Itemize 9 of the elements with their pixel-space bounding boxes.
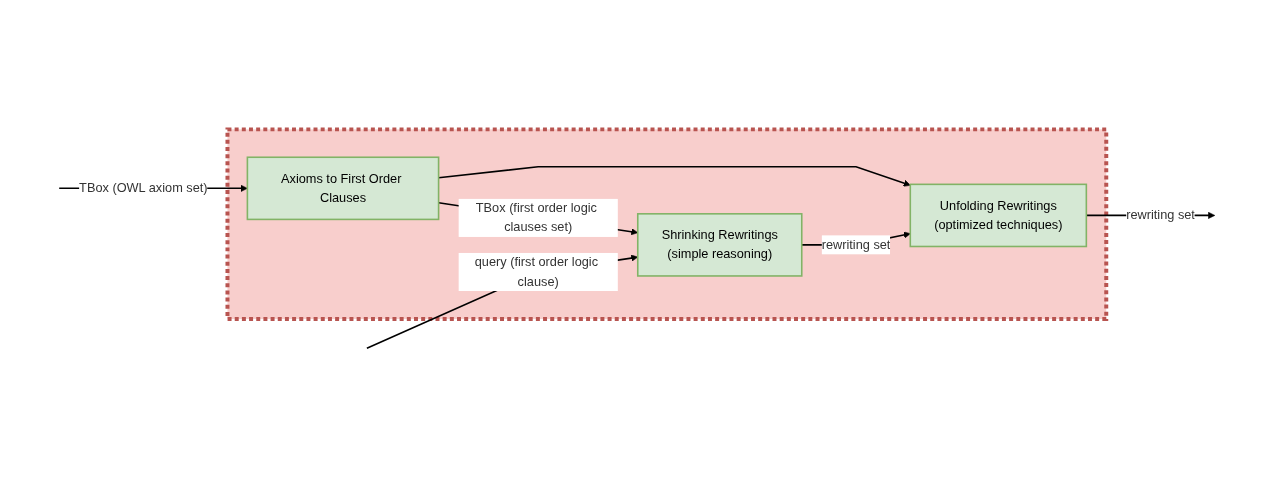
cluster: [225, 127, 1109, 321]
edge-label: rewriting set: [821, 237, 891, 252]
edge-label: rewriting set: [1126, 208, 1195, 222]
edge-label: TBox (OWL axiom set): [79, 181, 208, 195]
node-box: Axioms to First Order Clauses: [246, 156, 440, 221]
node-box: Shrinking Rewritings (simple reasoning): [636, 212, 803, 277]
edge-label: query (first order logic clause): [474, 255, 599, 288]
node-box: Unfolding Rewritings (optimized techniques): [909, 183, 1088, 248]
edge-label: TBox (first order logic clauses set): [475, 201, 597, 234]
